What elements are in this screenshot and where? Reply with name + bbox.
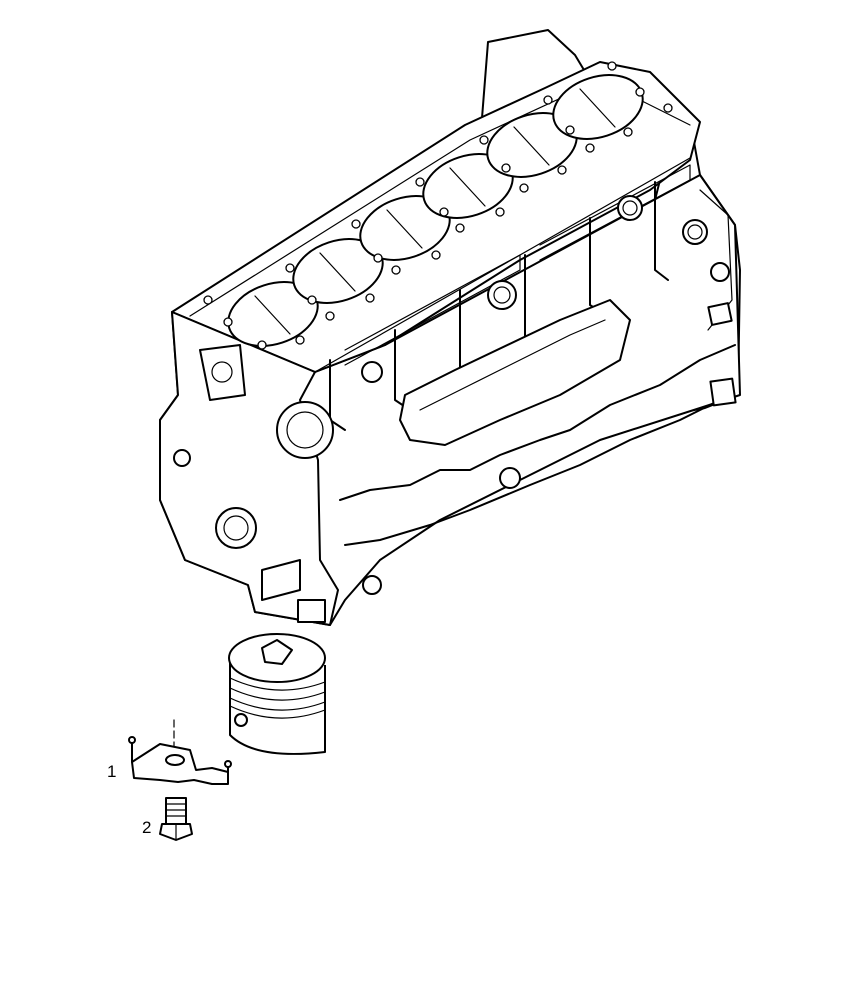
block-bosses xyxy=(173,195,730,623)
banjo-bolt-illustration xyxy=(159,797,193,841)
cylinder-bores xyxy=(227,74,644,347)
deck-bolt-holes xyxy=(203,61,673,350)
piston-illustration xyxy=(228,633,326,755)
engine-block-illustration xyxy=(159,29,741,626)
callout-number-2: 2 xyxy=(142,818,151,837)
oil-spray-nozzle-illustration xyxy=(128,719,232,785)
callout-number-1: 1 xyxy=(107,762,116,781)
